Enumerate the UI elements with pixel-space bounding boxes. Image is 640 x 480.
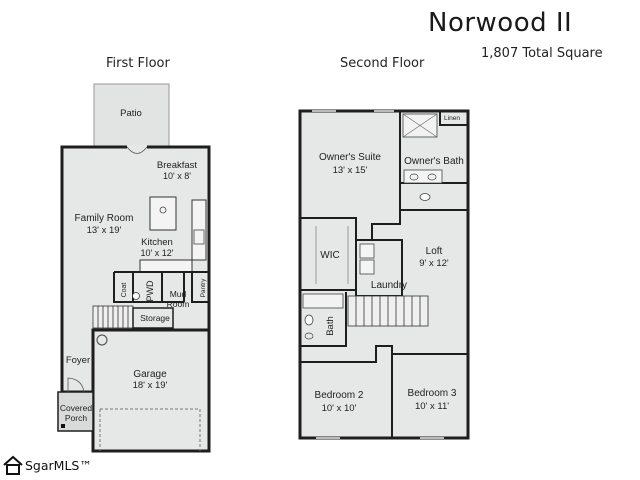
garage-label: Garage: [133, 369, 167, 380]
first-floor-stairs: [92, 305, 134, 329]
toilet-icon: [304, 314, 314, 326]
storage-closet: [132, 307, 174, 329]
shower-x-2: [402, 113, 438, 138]
bathtub-icon: [302, 293, 344, 309]
owners-suite-label: Owner's Suite: [319, 152, 381, 163]
breakfast-size: 10' x 8': [163, 171, 191, 181]
mls-watermark: SgarMLS™: [2, 452, 92, 478]
covered-porch-label: Covered: [60, 403, 92, 413]
covered-porch-label-2: Porch: [65, 413, 87, 423]
storage-label: Storage: [140, 313, 170, 323]
patio-door-swing: [126, 146, 148, 154]
foyer-label: Foyer: [66, 355, 90, 366]
kitchen-size: 10' x 12': [141, 248, 174, 258]
patio-area: [93, 83, 170, 148]
plan-subtitle: 1,807 Total Square: [481, 46, 603, 61]
sink-icon: [427, 173, 437, 181]
first-floor-label: First Floor: [106, 56, 170, 71]
washer-icon: [359, 243, 375, 259]
kitchen-label: Kitchen: [141, 237, 173, 248]
patio-label: Patio: [120, 108, 142, 119]
bedroom3-size: 10' x 11': [415, 401, 449, 412]
sink-icon: [409, 173, 419, 181]
porch-light-icon: [61, 424, 65, 428]
watermark-text: SgarMLS™: [25, 457, 92, 473]
bedroom-walls: [300, 345, 468, 438]
owners-suite-size: 13' x 15': [333, 165, 368, 176]
coat-label: Coat: [121, 283, 128, 298]
second-floor-label: Second Floor: [340, 56, 425, 71]
garage-water-heater: [96, 334, 108, 346]
garage-area: [91, 328, 211, 453]
pwd-label: PWD: [145, 280, 155, 301]
mud-room-label: Mud: [170, 289, 187, 299]
sink-icon: [304, 332, 314, 340]
mud-room-label-2: Room: [167, 299, 190, 309]
utility-walls: [113, 271, 209, 303]
kitchen-island: [149, 196, 177, 231]
toilet-icon: [132, 292, 140, 300]
toilet-icon: [419, 193, 431, 201]
linen-label: Linen: [444, 115, 460, 122]
bedroom2-size: 10' x 10': [322, 403, 357, 414]
house-logo-icon: [3, 455, 23, 475]
family-room-label: Family Room: [75, 213, 134, 224]
hall-bath-walls: [300, 292, 347, 347]
bedroom2-label: Bedroom 2: [315, 390, 364, 401]
bedroom3-label: Bedroom 3: [408, 388, 457, 399]
bath-label: Bath: [325, 316, 336, 336]
laundry-label: Laundry: [371, 280, 407, 291]
wic-label: WIC: [320, 250, 339, 261]
loft-size: 9' x 12': [419, 258, 449, 269]
second-floor-stairs: [347, 295, 429, 327]
family-room-size: 13' x 19': [87, 225, 122, 236]
garage-size: 18' x 19': [133, 380, 168, 391]
dryer-icon: [359, 259, 375, 275]
plan-title: Norwood II: [428, 8, 573, 38]
breakfast-label: Breakfast: [157, 160, 197, 171]
front-door-swing: [67, 377, 85, 393]
sink-icon: [159, 206, 167, 214]
owners-bath-label: Owner's Bath: [404, 156, 464, 167]
loft-label: Loft: [426, 246, 443, 257]
pantry-label: Pantry: [200, 278, 207, 298]
range-icon: [193, 229, 205, 245]
